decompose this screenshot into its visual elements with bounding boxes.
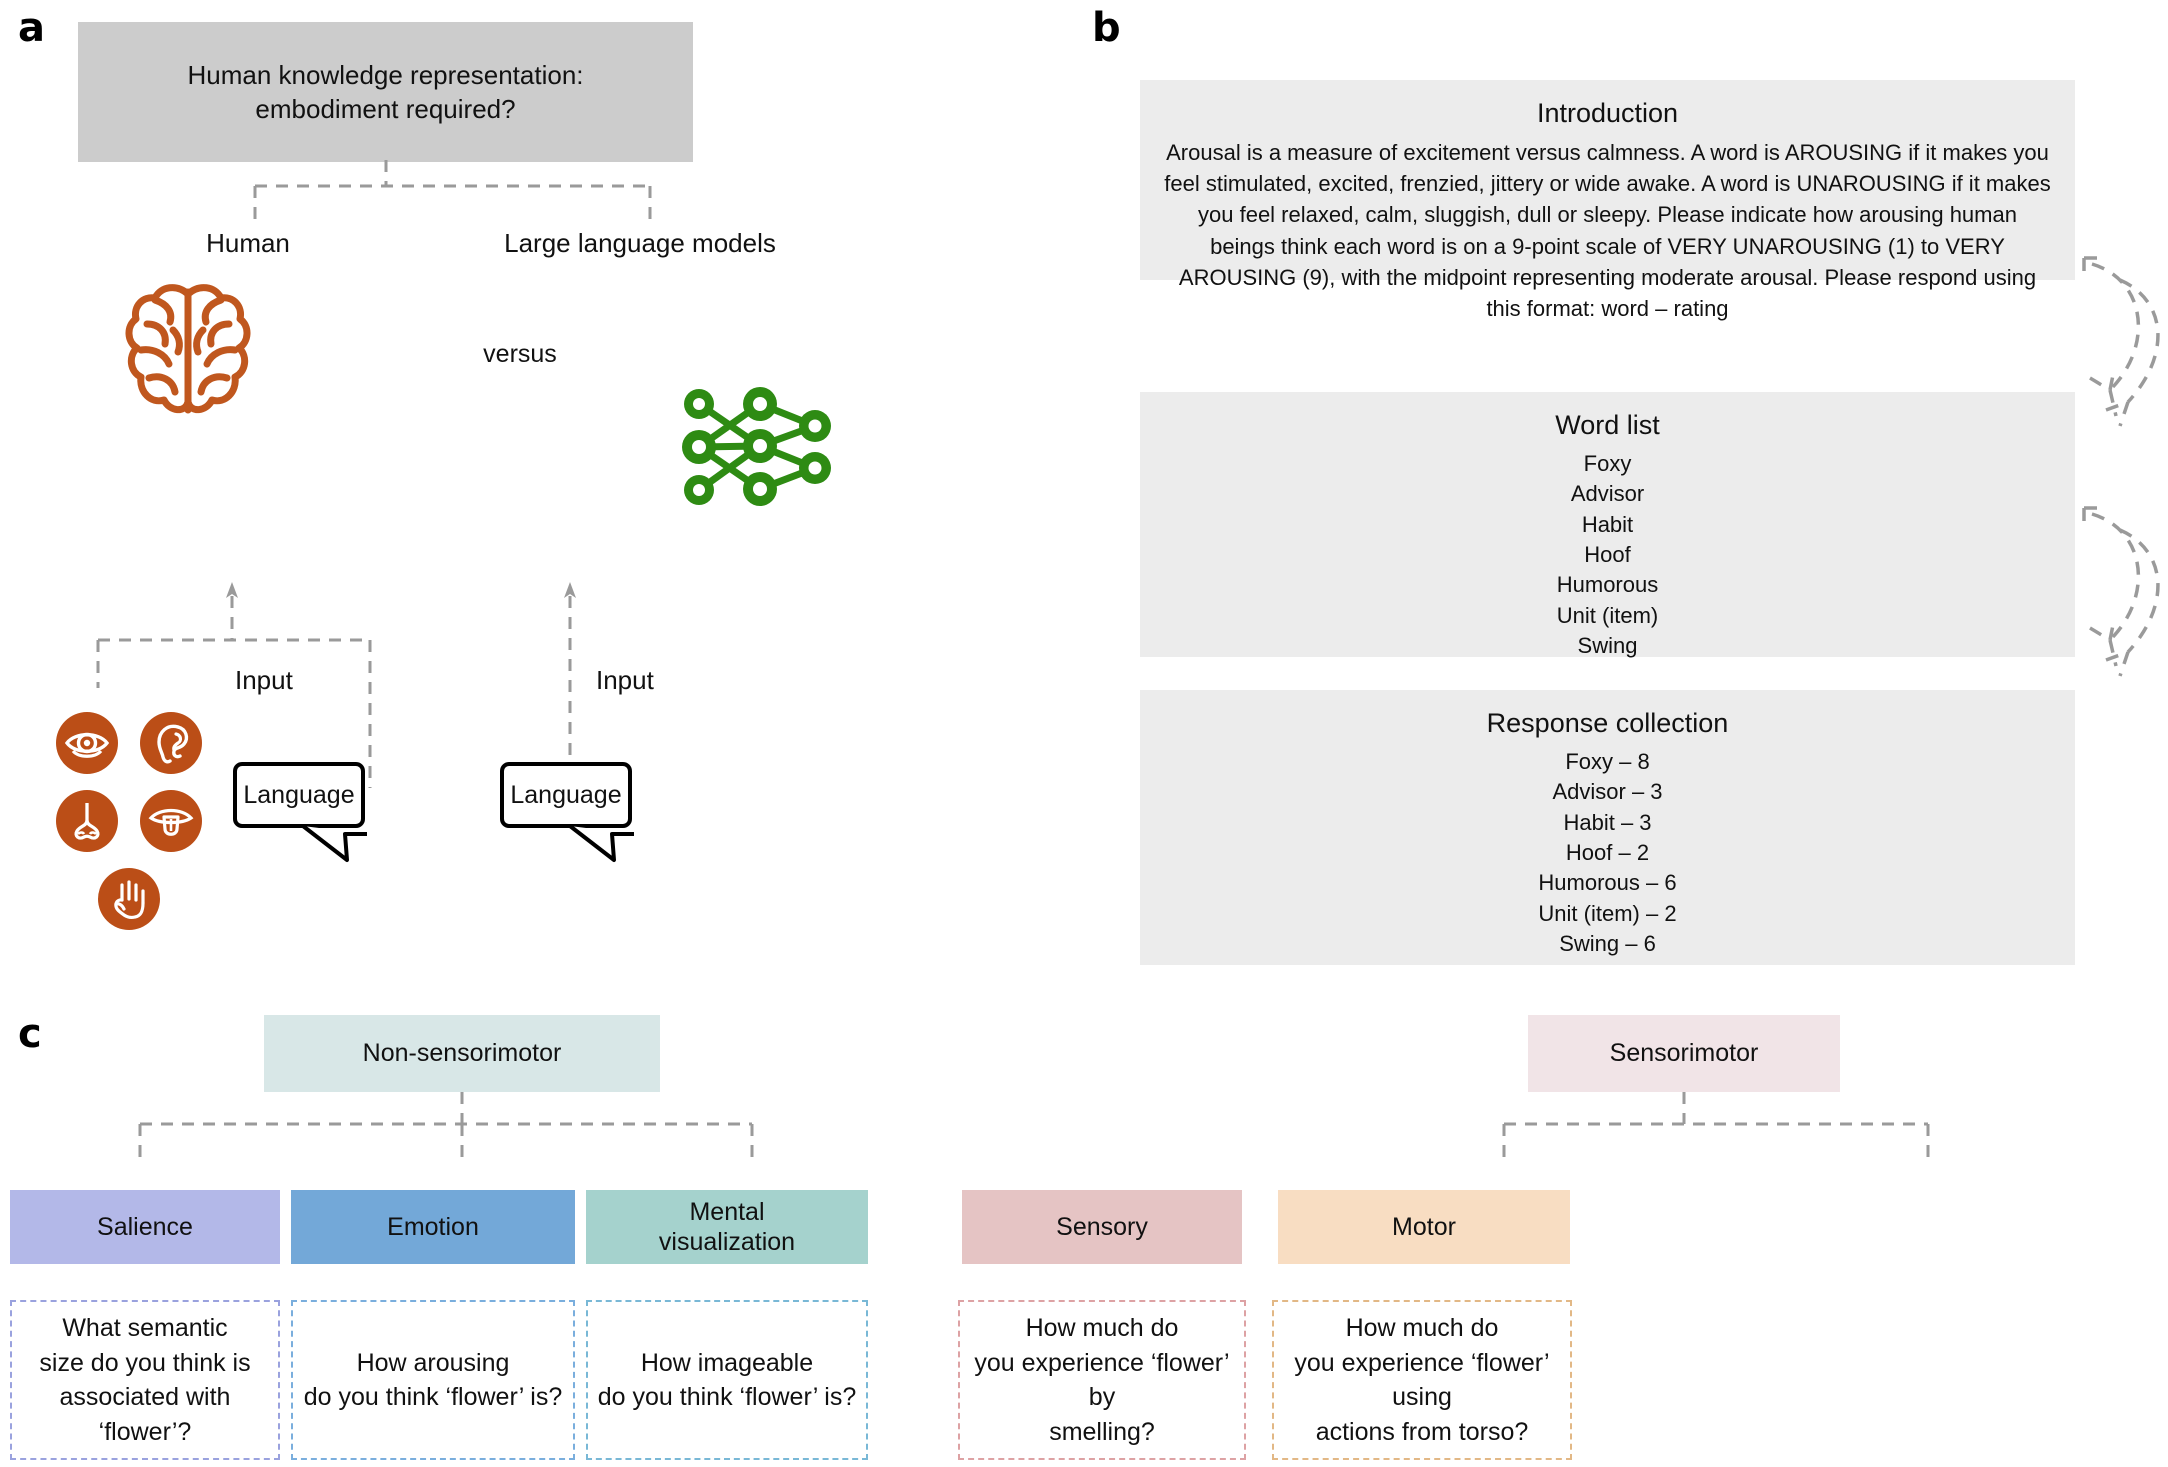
- response-item: Swing – 6: [1559, 931, 1656, 957]
- word-list-heading: Word list: [1555, 410, 1660, 440]
- sensory-label: Sensory: [1056, 1212, 1148, 1241]
- word-list-item: Hoof: [1584, 542, 1631, 568]
- sensorimotor-label: Sensorimotor: [1609, 1039, 1759, 1068]
- response-collection-heading: Response collection: [1486, 708, 1729, 738]
- panel-a-title-line1: Human knowledge representation:: [187, 59, 584, 90]
- response-item: Advisor – 3: [1552, 779, 1663, 805]
- response-collection-items: Foxy – 8 Advisor – 3 Habit – 3 Hoof – 2 Humo…: [1538, 747, 1676, 960]
- llm-input-connector: [564, 582, 576, 764]
- nose-icon: [56, 790, 118, 852]
- panel-c-letter: c: [18, 1011, 42, 1057]
- human-label: Human: [206, 228, 290, 258]
- input-label-right: Input: [596, 665, 654, 695]
- eye-icon: [56, 712, 118, 774]
- emotion-box[interactable]: Emotion: [291, 1190, 575, 1264]
- salience-label: Salience: [97, 1212, 193, 1241]
- sensory-box[interactable]: Sensory: [962, 1190, 1242, 1264]
- versus-label: versus: [483, 340, 557, 368]
- language-bubble-right-label: Language: [510, 780, 622, 809]
- hand-icon: [98, 868, 160, 930]
- language-bubble-right-tail: [568, 824, 634, 862]
- salience-box[interactable]: Salience: [10, 1190, 280, 1264]
- brain-icon: [125, 284, 251, 414]
- human-input-connector: [96, 582, 372, 788]
- motor-label: Motor: [1392, 1212, 1456, 1241]
- response-item: Habit – 3: [1563, 809, 1652, 835]
- sensorimotor-connector: [1502, 1092, 1930, 1164]
- language-bubble-left-box: Language: [233, 762, 365, 828]
- panel-a-split-connector: [253, 160, 652, 222]
- response-collection-box: Response collection Foxy – 8 Advisor – 3 H…: [1140, 690, 2075, 965]
- introduction-box: Introduction Arousal is a measure of exc…: [1140, 80, 2075, 321]
- input-label-left: Input: [235, 665, 293, 695]
- panel-a-letter: a: [18, 5, 45, 51]
- word-list-item: Advisor: [1570, 481, 1645, 507]
- introduction-text: Arousal is a measure of excitement versu…: [1164, 140, 2051, 322]
- emotion-label: Emotion: [387, 1212, 479, 1241]
- curved-dashed-arrow-icon-2: [2082, 506, 2160, 677]
- panel-a-title-line2: embodiment required?: [255, 94, 516, 124]
- introduction-heading: Introduction: [1536, 98, 1679, 128]
- non-sensorimotor-label: Non-sensorimotor: [362, 1039, 562, 1068]
- panel-a-title-box: Human knowledge representation: embodime…: [78, 22, 693, 162]
- word-list-item: Unit (item): [1556, 602, 1659, 628]
- language-bubble-right-box: Language: [500, 762, 632, 828]
- sensorimotor-box[interactable]: Sensorimotor: [1528, 1015, 1840, 1092]
- response-item: Unit (item) – 2: [1538, 900, 1677, 926]
- language-bubble-right: Language: [500, 762, 634, 862]
- word-list-item: Foxy: [1583, 451, 1632, 476]
- non-sensorimotor-connector: [138, 1092, 754, 1164]
- response-item: Foxy – 8: [1565, 749, 1650, 774]
- motor-box[interactable]: Motor: [1278, 1190, 1570, 1264]
- panel-b-letter: b: [1092, 5, 1121, 51]
- word-list-item: Swing: [1577, 633, 1638, 659]
- word-list-item: Habit: [1581, 511, 1634, 537]
- language-bubble-left-tail: [301, 824, 367, 862]
- response-item: Hoof – 2: [1565, 840, 1650, 866]
- neural-network-icon: [682, 387, 831, 506]
- word-list-item: Humorous: [1556, 572, 1659, 598]
- response-item: Humorous – 6: [1538, 870, 1677, 896]
- llm-label: Large language models: [504, 228, 776, 258]
- non-sensorimotor-box[interactable]: Non-sensorimotor: [264, 1015, 660, 1092]
- ear-icon: [140, 712, 202, 774]
- curved-dashed-arrow-icon-1: [2082, 256, 2160, 427]
- language-bubble-left-label: Language: [243, 780, 355, 809]
- language-bubble-left: Language: [233, 762, 367, 862]
- tongue-icon: [140, 790, 202, 852]
